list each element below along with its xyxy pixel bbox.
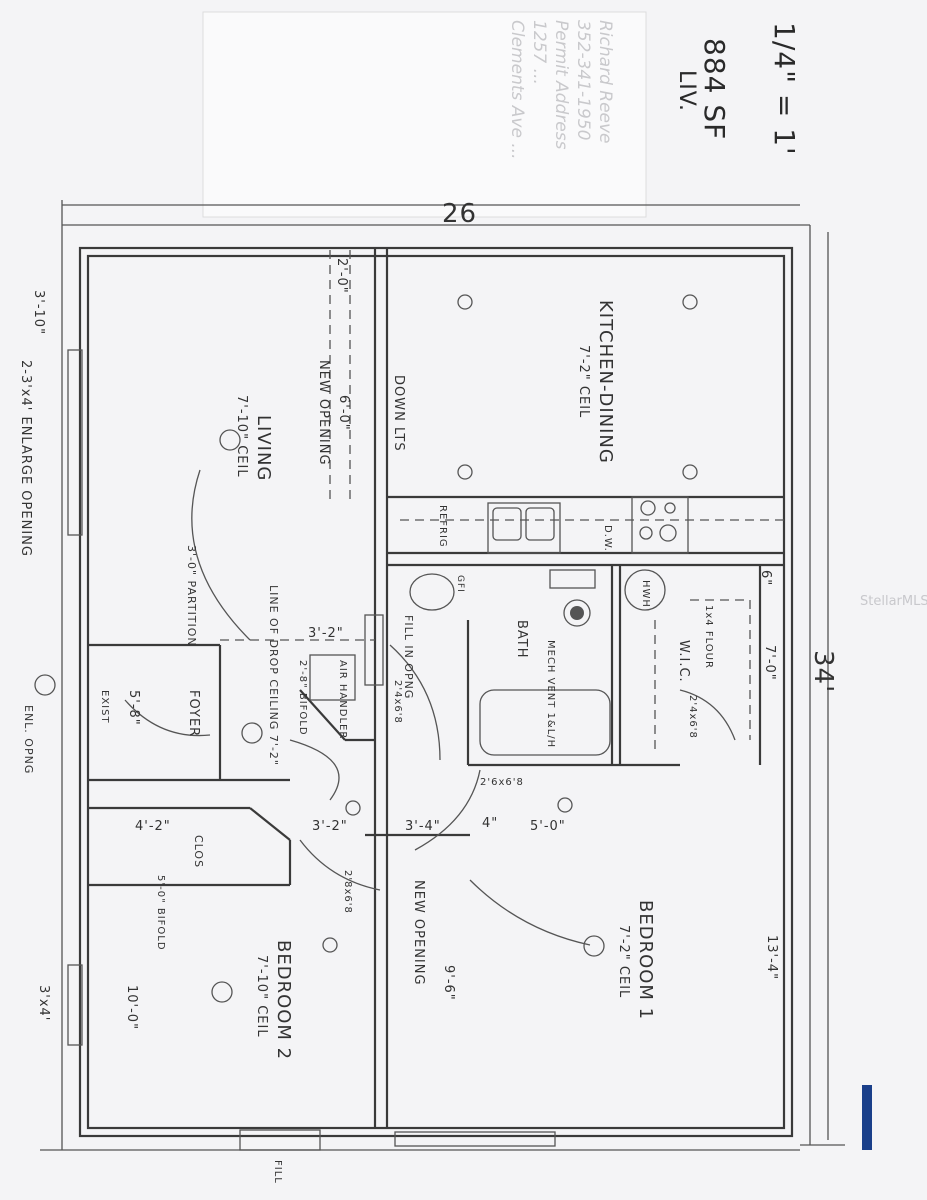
fixtures — [309, 496, 689, 756]
dim-label: 13'-4" — [764, 935, 779, 980]
enlarge-opening-label: 2-3'x4' ENLARGE OPENING — [18, 360, 33, 557]
dim-label: 5'-8" — [126, 690, 141, 726]
range-icon — [631, 496, 689, 554]
dim-label: 3'-10" — [31, 290, 46, 335]
room-labels: LIVING 7'-10" CEIL KITCHEN-DINING 7'-2" … — [186, 300, 714, 1060]
dimension-lines — [40, 200, 845, 1151]
dim-label: 9'-6" — [441, 965, 456, 1001]
bedroom1-ceil: 7'-2" CEIL — [616, 925, 631, 998]
bifold-label: 2'-8" BIFOLD — [297, 660, 308, 736]
ceiling-lights — [34, 294, 698, 1003]
door-size: 2'4x6'8 — [687, 695, 698, 739]
kitchen-ceil: 7'-2" CEIL — [576, 345, 591, 418]
exist-label: EXIST — [99, 690, 110, 724]
dimension-labels: 3'-10" 3'x4' 10'-0" 9'-6" 13'-4" 7'-0" 5… — [31, 258, 779, 1030]
lavatory-icon — [409, 573, 455, 611]
gfi-label: GFI — [455, 575, 465, 593]
annotations: NEW OPENING NEW OPENING DOWN LTS 2-3'x4'… — [18, 360, 698, 1184]
wic-label: W.I.C. — [676, 640, 691, 683]
dim-label: 3'-2" — [312, 819, 348, 834]
living-ceil: 7'-10" CEIL — [234, 395, 249, 478]
note-line: 1257 ... — [529, 20, 549, 85]
dim-label: 3'-4" — [405, 819, 441, 834]
living-label: LIVING — [253, 415, 274, 481]
dashed-lines — [220, 250, 784, 750]
depth-dimension: 34' — [808, 650, 838, 693]
refrig-label: REFRIG — [437, 505, 448, 548]
sink-icon — [487, 502, 561, 554]
door-size: 2'4x6'8 — [392, 680, 403, 724]
air-handler-label: AIR HANDLER — [337, 660, 348, 739]
bedroom2-ceil: 7'-10" CEIL — [254, 955, 269, 1038]
bedroom1-label: BEDROOM 1 — [635, 900, 656, 1020]
note-line: 352-341-1950 — [573, 20, 593, 140]
note-line: Permit Address — [551, 20, 571, 150]
kitchen-label: KITCHEN-DINING — [595, 300, 616, 464]
partition-label: 3'-0" PARTITION — [185, 545, 198, 647]
fill-label: FILL — [272, 1160, 283, 1184]
door-size: 2'8x6'8 — [342, 870, 353, 914]
dim-label: 7'-0" — [762, 645, 777, 681]
width-dimension: 26 — [442, 199, 477, 229]
area-note: LIV. — [674, 70, 699, 112]
note-line: Clements Ave ... — [507, 20, 527, 160]
bifold-label: 5'-0" BIFOLD — [155, 875, 166, 951]
walls — [67, 246, 794, 1151]
toilet-icon — [563, 599, 591, 627]
dim-label: 3'x4' — [36, 985, 51, 1021]
dim-label: 4" — [482, 816, 498, 831]
down-lights-label: DOWN LTS — [391, 375, 406, 452]
wic-note: 1x4 FLOUR — [703, 605, 714, 669]
bath-note: MECH VENT 1&L/H — [545, 640, 556, 748]
dim-label: 5'-0" — [530, 819, 566, 834]
dim-label: 6'-0" — [336, 395, 351, 431]
watermark: StellarMLS — [860, 594, 927, 609]
dim-label: 4'-2" — [135, 819, 171, 834]
door-size: 2'6x6'8 — [480, 777, 524, 788]
note-line: Richard Reeve — [595, 20, 615, 144]
enlarge-opening-label: ENL. OPNG — [22, 705, 35, 774]
dim-label: 10'-0" — [124, 985, 139, 1030]
bathtub-icon — [479, 689, 611, 756]
dim-label: 3'-2" — [308, 626, 344, 641]
area-label: 884 SF — [698, 38, 731, 140]
drop-ceiling-label: LINE OF DROP CEILING 7'-2" — [267, 585, 280, 766]
air-handler-icon — [309, 654, 356, 701]
dim-label: 2'-0" — [334, 258, 349, 294]
door-swings — [124, 469, 736, 946]
bath-label: BATH — [514, 620, 529, 659]
foyer-label: FOYER — [186, 690, 201, 737]
dw-label: D.W. — [602, 525, 613, 552]
hwh-label: HWH — [640, 580, 651, 608]
marker-stroke — [862, 1085, 872, 1150]
closet-label: CLOS — [192, 835, 205, 868]
sticky-note: Richard Reeve 352-341-1950 Permit Addres… — [202, 11, 647, 218]
fill-in-label: FILL IN OPNG — [402, 615, 415, 699]
water-heater-icon — [624, 569, 666, 611]
new-opening-label: NEW OPENING — [316, 360, 331, 466]
scale-label: 1/4" = 1' — [768, 22, 801, 156]
new-opening-label: NEW OPENING — [411, 880, 426, 986]
dim-label: 6" — [758, 570, 773, 586]
bedroom2-label: BEDROOM 2 — [273, 940, 294, 1060]
